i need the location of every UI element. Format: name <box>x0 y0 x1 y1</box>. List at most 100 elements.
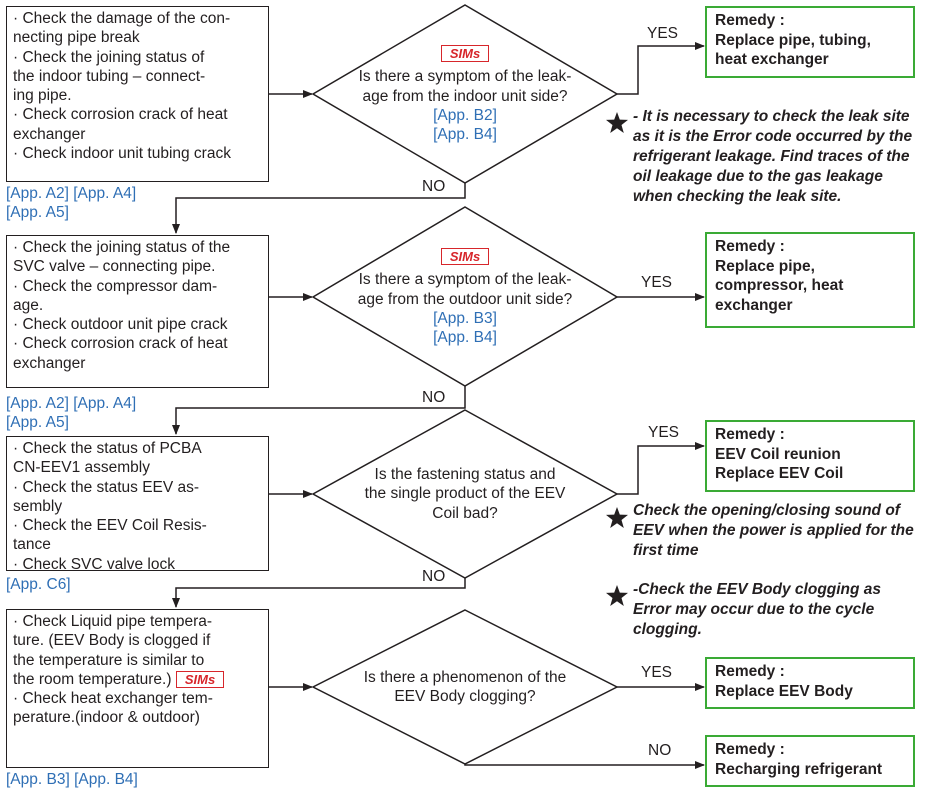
remedy-line: Remedy : <box>715 663 785 680</box>
note-line: - It is necessary to check the leak site <box>633 108 910 125</box>
note-2: Check the opening/closing sound of EEV w… <box>633 501 914 561</box>
star-icon <box>606 112 628 133</box>
arrow-no-1 <box>172 183 466 234</box>
appendix-ref: [App. C6] <box>6 576 71 593</box>
question-line: Is there a phenomenon of the <box>363 669 567 686</box>
decision-text-1: SIMs Is there a symptom of the leak- age… <box>313 44 617 144</box>
no-label-2: NO <box>422 389 446 406</box>
question-line: age from the outdoor unit side? <box>357 290 573 308</box>
check-line: exchanger <box>13 354 86 372</box>
check-line: · Check heat exchanger tem- <box>13 690 213 708</box>
question-line: Is there a symptom of the leak- <box>358 271 572 289</box>
remedy-box-5: Remedy : Recharging refrigerant <box>705 735 915 787</box>
check-line: · Check corrosion crack of heat <box>13 106 228 124</box>
check-line: SVC valve – connecting pipe. <box>13 258 216 276</box>
check-line: perature.(indoor & outdoor) <box>13 709 200 727</box>
question-line: Is there a symptom of the leak- <box>358 68 572 86</box>
appendix-ref: [App. B3] [App. B4] <box>6 771 138 788</box>
no-label-3: NO <box>422 568 446 585</box>
remedy-line: Remedy : <box>715 238 785 255</box>
arrow-yes-1 <box>617 42 705 95</box>
check-line: tance <box>13 536 51 554</box>
check-box-4: · Check Liquid pipe tempera- ture. (EEV … <box>6 609 269 768</box>
check-line: · Check indoor unit tubing crack <box>13 145 231 163</box>
arrow-no-3 <box>172 578 466 608</box>
appendix-ref: [App. A2] [App. A4] <box>6 395 137 412</box>
sims-badge: SIMs <box>440 248 490 265</box>
note-1: - It is necessary to check the leak site… <box>633 107 912 207</box>
check-line: · Check the EEV Coil Resis- <box>13 517 207 535</box>
remedy-line: Replace EEV Coil <box>715 465 844 482</box>
appendix-ref: [App. B4] <box>433 126 497 144</box>
question-line: Is the fastening status and <box>374 466 556 483</box>
note-line: first time <box>633 542 699 559</box>
remedy-line: Remedy : <box>715 12 785 29</box>
check-line: the room temperature.) SIMs <box>13 670 264 689</box>
question-line: age from the indoor unit side? <box>362 87 568 105</box>
check-line: ture. (EEV Body is clogged if <box>13 632 211 650</box>
note-line: Check the opening/closing sound of <box>633 502 900 519</box>
note-line: EEV when the power is applied for the <box>633 522 914 539</box>
appendix-ref: [App. A2] [App. A4] <box>6 185 137 202</box>
check-line: · Check the joining status of <box>13 48 205 66</box>
yes-label-2: YES <box>641 274 673 291</box>
check-line: age. <box>13 296 44 314</box>
check-line: · Check the compressor dam- <box>13 277 218 295</box>
remedy-line: exchanger <box>715 296 793 314</box>
decision-text-3: Is the fastening status and the single p… <box>313 465 617 523</box>
check-line: · Check Liquid pipe tempera- <box>13 613 213 630</box>
remedy-box-4: Remedy : Replace EEV Body <box>705 657 915 709</box>
check-line: · Check SVC valve lock <box>13 555 175 573</box>
check-line: · Check the status of PCBA <box>13 440 202 457</box>
remedy-line: Remedy : <box>715 426 785 443</box>
question-line: Coil bad? <box>432 504 498 522</box>
appendix-ref: [App. B3] <box>433 309 497 327</box>
arrow-no-4 <box>464 761 705 769</box>
note-3: -Check the EEV Body clogging as Error ma… <box>633 580 881 640</box>
remedy-box-3: Remedy : EEV Coil reunion Replace EEV Co… <box>705 420 915 492</box>
check-line: exchanger <box>13 125 86 143</box>
remedy-line: Recharging refrigerant <box>715 760 883 778</box>
note-line: refrigerant leakage. Find traces of the <box>633 148 910 165</box>
arrow-yes-3 <box>617 442 705 495</box>
check-line: necting pipe break <box>13 29 140 47</box>
check-box-2: · Check the joining status of the SVC va… <box>6 235 269 388</box>
appendix-ref: [App. B4] <box>433 329 497 347</box>
sims-badge: SIMs <box>440 45 490 62</box>
remedy-line: heat exchanger <box>715 51 829 68</box>
yes-label-1: YES <box>647 25 679 42</box>
no-label-4: NO <box>648 742 672 759</box>
check-text: the room temperature.) <box>13 670 172 688</box>
remedy-line: compressor, heat <box>715 277 844 294</box>
question-line: the single product of the EEV <box>364 485 566 503</box>
note-line: when checking the leak site. <box>633 188 842 205</box>
sims-badge: SIMs <box>175 670 225 688</box>
check-line: · Check corrosion crack of heat <box>13 335 228 353</box>
check-line: the temperature is similar to <box>13 651 205 669</box>
star-icon <box>606 507 628 528</box>
check-line: the indoor tubing – connect- <box>13 67 206 85</box>
arrow-no-2 <box>172 386 466 435</box>
note-line: Error may occur due to the cycle <box>633 601 875 618</box>
check-line: sembly <box>13 497 63 515</box>
check-line: CN-EEV1 assembly <box>13 459 150 477</box>
remedy-line: EEV Coil reunion <box>715 445 841 463</box>
decision-text-2: SIMs Is there a symptom of the leak- age… <box>313 247 617 347</box>
remedy-line: Replace pipe, <box>715 257 815 275</box>
remedy-line: Replace EEV Body <box>715 682 853 700</box>
appendix-ref: [App. A5] <box>6 204 69 221</box>
check-line: · Check outdoor unit pipe crack <box>13 316 228 334</box>
decision-text-4: Is there a phenomenon of the EEV Body cl… <box>313 668 617 707</box>
star-icon <box>606 585 628 606</box>
remedy-line: Replace pipe, tubing, <box>715 31 871 49</box>
note-line: clogging. <box>633 621 702 638</box>
yes-label-4: YES <box>641 664 673 681</box>
check-line: ing pipe. <box>13 87 72 105</box>
check-line: · Check the status EEV as- <box>13 478 200 496</box>
remedy-box-2: Remedy : Replace pipe, compressor, heat … <box>705 232 915 328</box>
appendix-ref: [App. A5] <box>6 414 69 431</box>
question-line: EEV Body clogging? <box>394 688 536 706</box>
remedy-line: Remedy : <box>715 741 785 758</box>
no-label-1: NO <box>422 178 446 195</box>
note-line: oil leakage due to the gas leakage <box>633 168 883 185</box>
